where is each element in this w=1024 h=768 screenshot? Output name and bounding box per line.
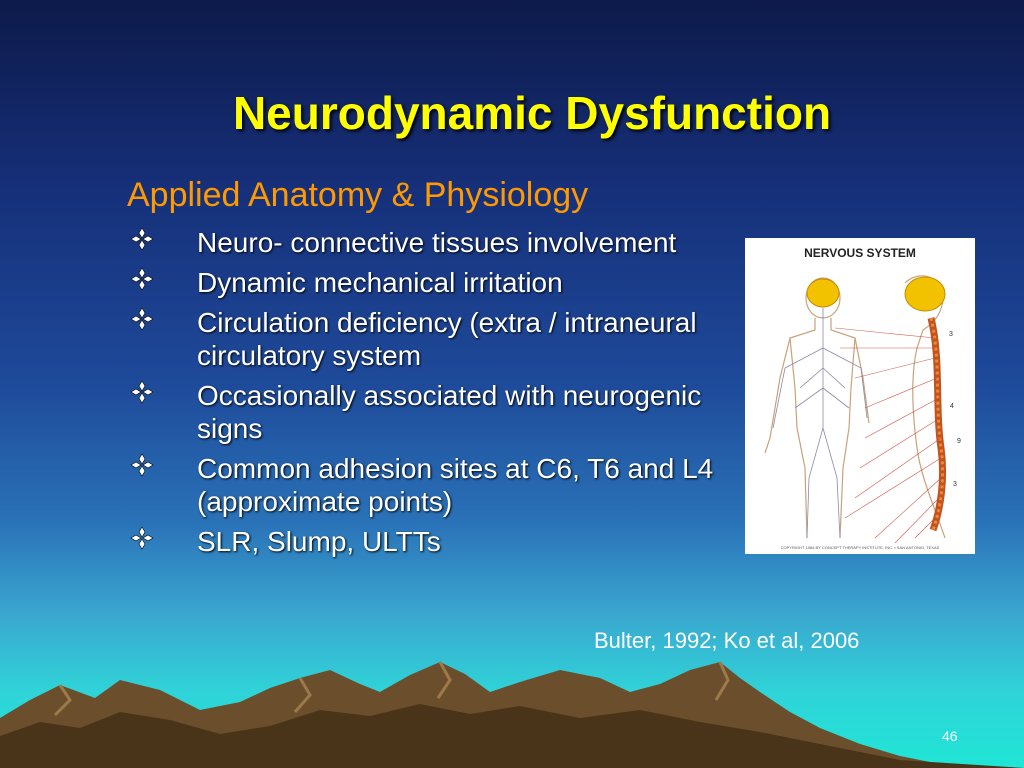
figure-copyright: COPYRIGHT 1984 BY CONCEPT THERAPY INSTIT…	[780, 545, 940, 550]
bullet-item: Common adhesion sites at C6, T6 and L4 (…	[128, 452, 748, 518]
bullet-list: Neuro- connective tissues involvement Dy…	[128, 226, 748, 565]
svg-text:3: 3	[949, 331, 953, 338]
mountain-landscape	[0, 661, 1024, 768]
svg-text:9: 9	[957, 438, 961, 445]
nervous-system-figure: NERVOUS SYSTEM	[745, 238, 975, 554]
diamond-cluster-icon	[130, 453, 154, 477]
bullet-text: Dynamic mechanical irritation	[197, 267, 563, 298]
diamond-cluster-icon	[130, 307, 154, 331]
diamond-cluster-icon	[130, 267, 154, 291]
bullet-item: Circulation deficiency (extra / intraneu…	[128, 306, 748, 372]
bullet-item: Dynamic mechanical irritation	[128, 266, 748, 299]
diamond-cluster-icon	[130, 380, 154, 404]
bullet-item: Occasionally associated with neurogenic …	[128, 379, 748, 445]
slide-title: Neurodynamic Dysfunction	[232, 87, 832, 139]
bullet-item: SLR, Slump, ULTTs	[128, 525, 748, 558]
page-number: 46	[942, 728, 958, 744]
diamond-cluster-icon	[130, 227, 154, 251]
bullet-text: Neuro- connective tissues involvement	[197, 227, 677, 258]
figure-title: NERVOUS SYSTEM	[804, 246, 916, 260]
svg-text:4: 4	[950, 403, 954, 410]
bullet-text: Common adhesion sites at C6, T6 and L4 (…	[197, 453, 714, 517]
bullet-item: Neuro- connective tissues involvement	[128, 226, 748, 259]
bullet-text: SLR, Slump, ULTTs	[197, 526, 441, 557]
slide-subtitle: Applied Anatomy & Physiology	[127, 176, 589, 214]
nervous-system-illustration: 3 4 9 3	[764, 275, 961, 544]
citation: Bulter, 1992; Ko et al, 2006	[594, 628, 860, 653]
bullet-text: Occasionally associated with neurogenic …	[197, 380, 702, 444]
bullet-text: Circulation deficiency (extra / intraneu…	[197, 307, 697, 371]
svg-text:3: 3	[953, 481, 957, 488]
diamond-cluster-icon	[130, 526, 154, 550]
